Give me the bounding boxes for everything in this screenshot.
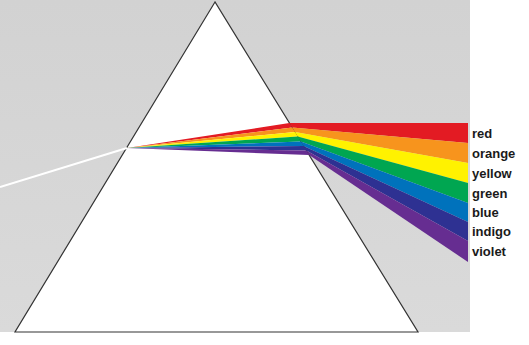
background-panel (0, 0, 470, 332)
internal-spectrum (127, 123, 309, 155)
color-label: violet (472, 244, 506, 259)
color-label: blue (472, 205, 499, 220)
color-label: orange (472, 146, 515, 161)
white-light-beam (0, 148, 127, 187)
dispersed-spectrum (289, 123, 468, 262)
color-label: indigo (472, 224, 511, 239)
color-label: red (472, 126, 492, 141)
color-label: yellow (472, 166, 512, 181)
color-label: green (472, 186, 507, 201)
